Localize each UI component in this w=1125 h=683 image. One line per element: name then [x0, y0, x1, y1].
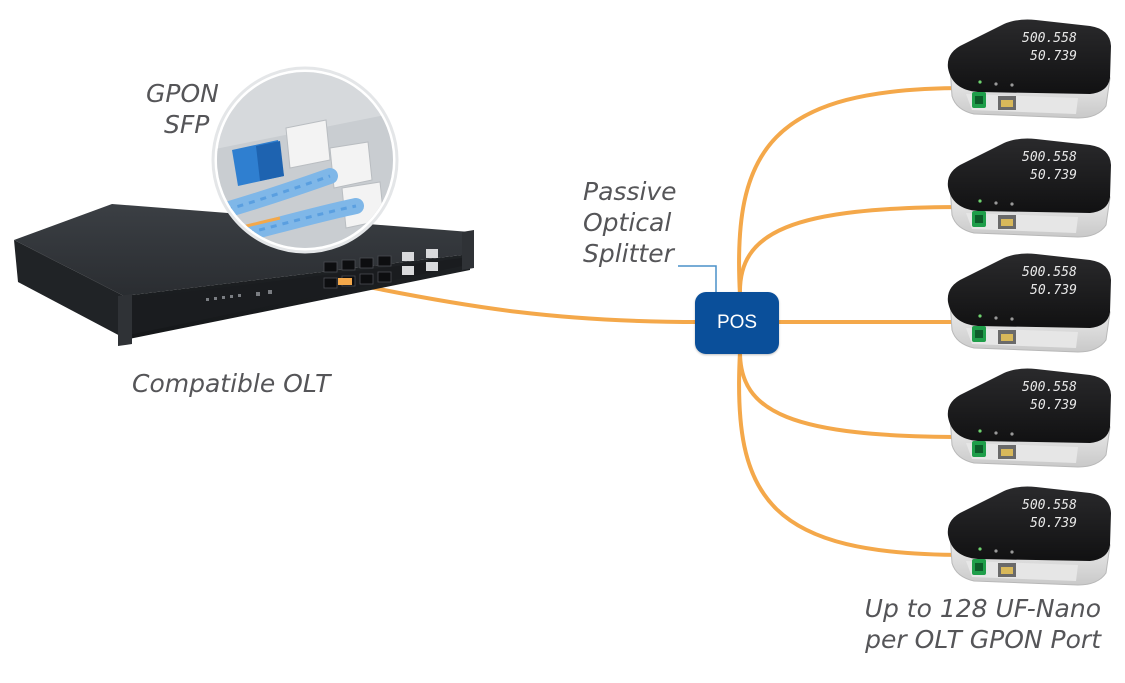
- svg-text:50.739: 50.739: [1030, 49, 1077, 64]
- onu-device-icon-2: 500.558 50.739: [947, 138, 1112, 238]
- sfp-magnifier-icon: [211, 66, 399, 254]
- onu-display-1: 500.558: [1022, 31, 1077, 46]
- svg-text:500.558: 500.558: [1022, 380, 1077, 395]
- svg-text:50.739: 50.739: [1030, 398, 1077, 413]
- splitter-leader-line: [678, 265, 717, 292]
- onu-device-icon-4: 500.558 50.739: [947, 368, 1112, 468]
- onu-device-icon-1: 500.558 50.739: [947, 19, 1112, 119]
- passive-optical-splitter-label: Passive Optical Splitter: [583, 177, 677, 268]
- svg-text:500.558: 500.558: [1022, 150, 1077, 165]
- fiber-branch-4: [738, 350, 967, 439]
- fiber-branch-2: [737, 205, 967, 297]
- compatible-olt-label: Compatible OLT: [132, 369, 331, 398]
- svg-text:50.739: 50.739: [1030, 283, 1077, 298]
- pos-label: POS: [716, 312, 758, 333]
- gpon-sfp-label: GPON SFP: [146, 79, 219, 139]
- svg-text:50.739: 50.739: [1030, 516, 1077, 531]
- capacity-label: Up to 128 UF-Nano per OLT GPON Port: [864, 594, 1101, 654]
- onu-devices: 500.558 50.739 500.558 50.739 500.558 50…: [947, 19, 1112, 586]
- svg-text:500.558: 500.558: [1022, 498, 1077, 513]
- onu-device-icon-5: 500.558 50.739: [947, 486, 1112, 586]
- svg-text:50.739: 50.739: [1030, 168, 1077, 183]
- onu-device-icon-3: 500.558 50.739: [947, 253, 1112, 353]
- fiber-lines: [347, 86, 967, 557]
- svg-text:500.558: 500.558: [1022, 265, 1077, 280]
- fiber-olt-to-pos: [347, 281, 702, 324]
- fiber-branch-1: [737, 86, 967, 297]
- fiber-branch-5: [737, 350, 967, 557]
- pos-splitter-node[interactable]: POS: [695, 292, 779, 354]
